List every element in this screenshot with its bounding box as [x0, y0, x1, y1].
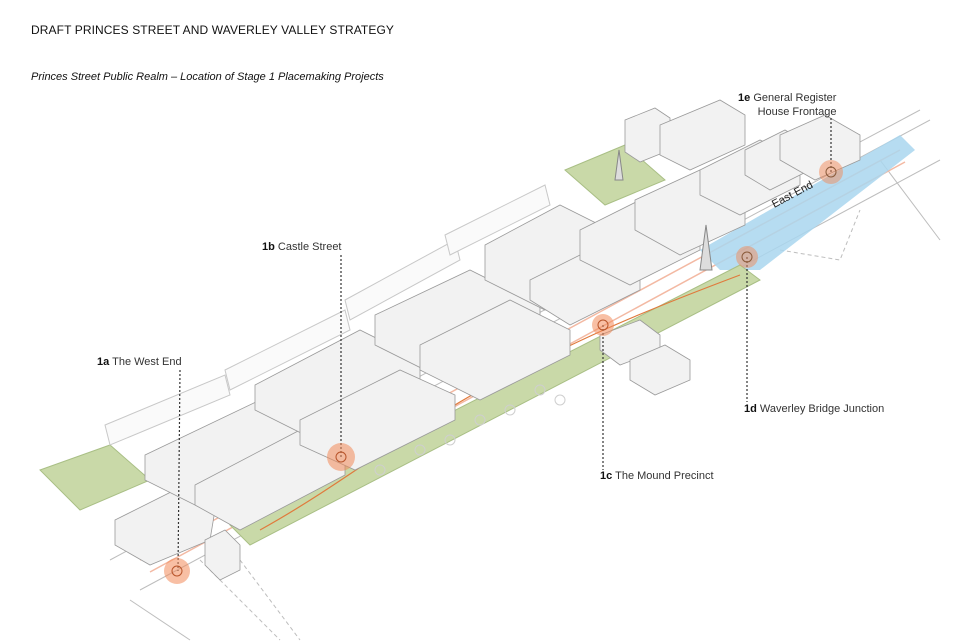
- marker-1c: [592, 314, 614, 336]
- west-end-park: [39, 444, 151, 511]
- label-1c: 1c The Mound Precinct: [600, 470, 714, 482]
- marker-1b: [327, 443, 355, 471]
- figure-subtitle: Princes Street Public Realm – Location o…: [31, 71, 384, 83]
- label-1d: 1d Waverley Bridge Junction: [744, 403, 885, 415]
- monuments: [614, 149, 713, 271]
- leader-lines: [177, 118, 832, 572]
- label-1a: 1a The West End: [97, 356, 182, 368]
- trees: [374, 384, 566, 476]
- document-title: DRAFT PRINCES STREET AND WAVERLEY VALLEY…: [31, 23, 394, 37]
- background-blocks: [104, 184, 551, 446]
- marker-1e: [819, 160, 843, 184]
- buildings: [114, 99, 861, 581]
- east-end-area: [700, 135, 915, 270]
- label-1b: 1b Castle Street: [262, 241, 342, 253]
- marker-1d: [736, 246, 758, 268]
- project-markers: [164, 160, 843, 584]
- marker-1a: [164, 558, 190, 584]
